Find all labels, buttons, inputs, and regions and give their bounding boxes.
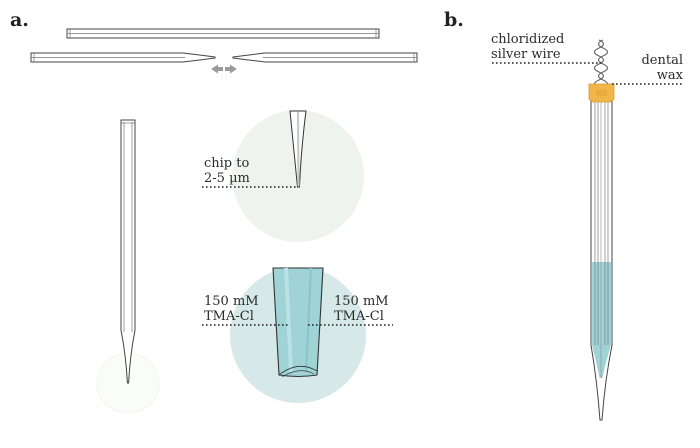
right-solution-line2: TMA-Cl bbox=[334, 309, 384, 324]
tip-zoom-circle bbox=[202, 110, 364, 242]
left-solution-line2: TMA-Cl bbox=[204, 309, 254, 324]
panel-b-label: b. bbox=[444, 9, 464, 31]
pipette-full-view bbox=[96, 119, 160, 414]
pipette-solution-fill bbox=[592, 262, 611, 378]
silver-wire bbox=[593, 39, 609, 89]
panel-a-label: a. bbox=[10, 9, 29, 31]
left-solution-line1: 150 mM bbox=[204, 294, 259, 309]
wire-label-line2: silver wire bbox=[491, 47, 561, 62]
wax-label-line2: wax bbox=[657, 68, 684, 83]
chip-label-line2: 2-5 µm bbox=[204, 171, 250, 186]
pulled-capillary-left bbox=[30, 52, 216, 63]
pulled-capillary-right bbox=[232, 52, 418, 63]
wire-label-line1: chloridized bbox=[491, 32, 564, 47]
solution-zoom-circle bbox=[202, 267, 393, 403]
pull-direction-arrows-icon bbox=[211, 64, 237, 74]
wax-label-line1: dental bbox=[641, 53, 683, 68]
filled-pipette-assembly bbox=[588, 39, 615, 421]
intact-capillary bbox=[66, 28, 380, 39]
chip-label-line1: chip to bbox=[204, 156, 249, 171]
right-solution-line1: 150 mM bbox=[334, 294, 389, 309]
